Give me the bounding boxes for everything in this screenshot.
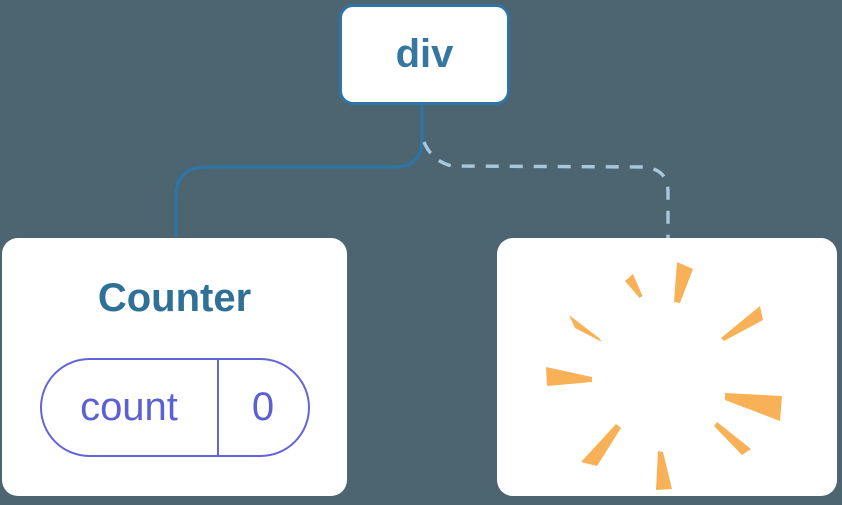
root-div-node: div (339, 4, 510, 105)
counter-component-node: Counter count 0 (2, 238, 347, 496)
removed-component-node (497, 238, 837, 496)
state-key-label: count (42, 360, 219, 455)
state-value: 0 (251, 385, 275, 429)
poof-rays (546, 262, 782, 490)
poof-icon (546, 262, 782, 490)
root-div-node-label: div (395, 32, 454, 76)
solid-connector-line (174, 101, 424, 241)
counter-title: Counter (97, 276, 252, 320)
state-pill: count 0 (39, 358, 310, 457)
dashed-connector-line (422, 141, 670, 238)
